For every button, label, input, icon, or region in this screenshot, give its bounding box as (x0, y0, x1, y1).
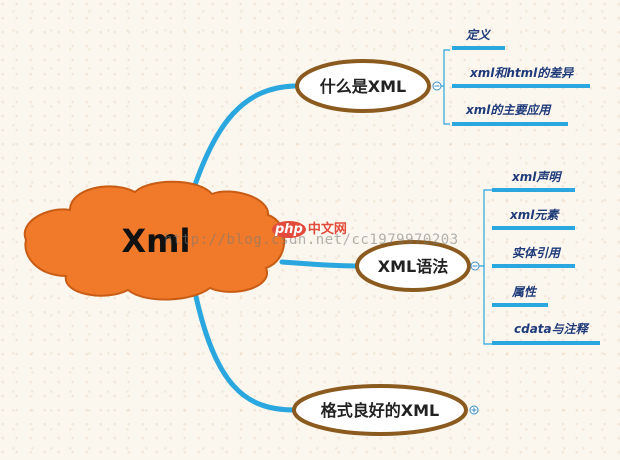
branch-ellipse (355, 240, 471, 292)
connector-root-to-well-formed (192, 289, 297, 413)
branch-what-is-xml[interactable]: 什么是XML (295, 59, 431, 113)
root-cloud[interactable]: Xml (23, 180, 286, 301)
branch-label: 什么是XML (320, 77, 406, 96)
leaf-entity-reference[interactable]: 实体引用 (512, 246, 562, 260)
branch-label: XML语法 (378, 257, 448, 276)
bracket-what-is-xml (441, 49, 450, 125)
cloud-shape (23, 180, 286, 301)
php-logo-mark: php (272, 221, 306, 238)
php-logo-site: 中文网 (307, 222, 347, 237)
bracket-xml-syntax (479, 189, 492, 345)
leaf-cdata-comments[interactable]: cdata与注释 (514, 322, 590, 336)
connector-root-to-xml-syntax (279, 259, 359, 269)
branch-xml-syntax[interactable]: XML语法 (355, 240, 471, 292)
leaf-xml-main-uses[interactable]: xml的主要应用 (465, 103, 552, 117)
connector-root-to-what-is-xml (187, 83, 297, 203)
root-label: Xml (122, 222, 191, 260)
watermark-url: http://blog.csdn.net/cc1979970203 (164, 232, 459, 248)
leaf-attribute[interactable]: 属性 (511, 285, 538, 299)
branch-ellipse (292, 384, 468, 436)
branch-ellipse (295, 59, 431, 113)
leaf-xml-html-diff[interactable]: xml和html的差异 (469, 66, 574, 80)
leaf-xml-declaration[interactable]: xml声明 (511, 170, 562, 184)
leaf-xml-element[interactable]: xml元素 (509, 208, 560, 222)
branch-label: 格式良好的XML (321, 401, 439, 420)
leaf-definition[interactable]: 定义 (465, 28, 492, 42)
branch-well-formed-xml[interactable]: 格式良好的XML (292, 384, 468, 436)
